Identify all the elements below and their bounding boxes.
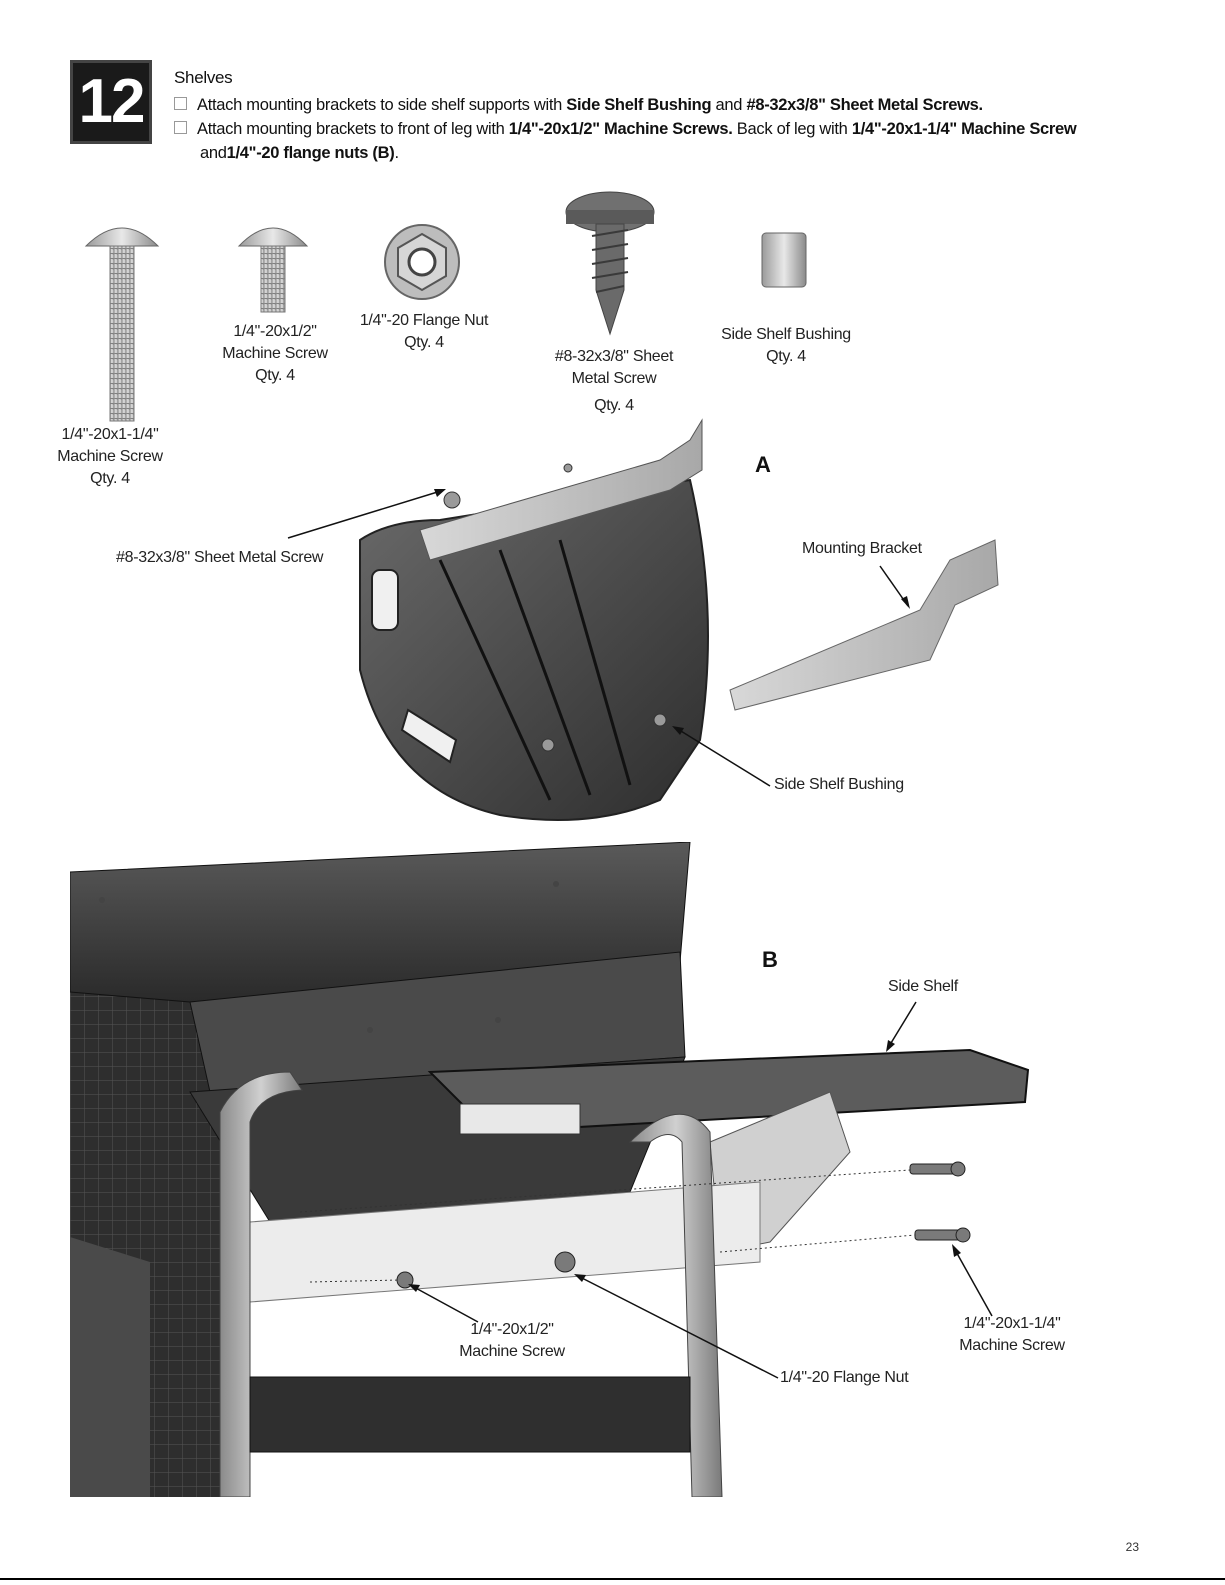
step-number-badge: 12: [70, 60, 152, 144]
instruction-text-run: .: [394, 144, 399, 162]
side-shelf-support-drawing: [359, 418, 999, 821]
instruction-text-run: #8-32x3/8" Sheet Metal Screws.: [746, 96, 983, 114]
instruction-text-run: and: [711, 96, 747, 114]
callout-side-shelf-bushing: Side Shelf Bushing: [774, 776, 904, 793]
figure-a-letter: A: [755, 452, 771, 477]
callout-short-machine-screw: 1/4"-20x1/2"Machine Screw: [459, 1321, 565, 1360]
callout-flange-nut: 1/4"-20 Flange Nut: [780, 1369, 909, 1386]
grill-assembly-drawing: [70, 842, 1030, 1497]
instruction-text-run: 1/4"-20x1-1/4" Machine Screw: [851, 120, 1077, 138]
instruction-2-continued: and1/4"-20 flange nuts (B).: [200, 142, 1190, 164]
checkbox-bullet: [174, 97, 187, 111]
long-machine-screw-icon: [84, 227, 160, 422]
sheet-metal-screw-icon: [565, 191, 655, 336]
instruction-text-run: 1/4"-20x1/2" Machine Screws.: [508, 120, 733, 138]
bushing-icon: [761, 232, 807, 288]
callout-side-shelf: Side Shelf: [888, 978, 958, 995]
instruction-2: Attach mounting brackets to front of leg…: [174, 118, 1164, 140]
callout-mounting-bracket: Mounting Bracket: [802, 540, 922, 557]
instruction-text-run: and: [200, 144, 227, 162]
instruction-1: Attach mounting brackets to side shelf s…: [174, 94, 1164, 116]
instruction-text-run: Back of leg with: [732, 120, 852, 138]
instruction-text-run: Attach mounting brackets to front of leg…: [197, 120, 509, 138]
callout-long-machine-screw: 1/4"-20x1-1/4"Machine Screw: [959, 1315, 1065, 1354]
callout-sheet-metal-screw: #8-32x3/8" Sheet Metal Screw: [116, 549, 324, 566]
instruction-text-run: Attach mounting brackets to side shelf s…: [197, 96, 567, 114]
flange-nut-icon: [384, 224, 460, 300]
checkbox-bullet: [174, 121, 187, 135]
step-title: Shelves: [174, 68, 233, 87]
short-machine-screw-icon: [237, 227, 309, 313]
instruction-text-run: Side Shelf Bushing: [566, 96, 712, 114]
figure-b-letter: B: [762, 947, 778, 972]
bottom-rule: [0, 1578, 1225, 1580]
instruction-text-run: 1/4"-20 flange nuts (B): [226, 144, 395, 162]
page-number: 23: [1125, 1540, 1139, 1554]
